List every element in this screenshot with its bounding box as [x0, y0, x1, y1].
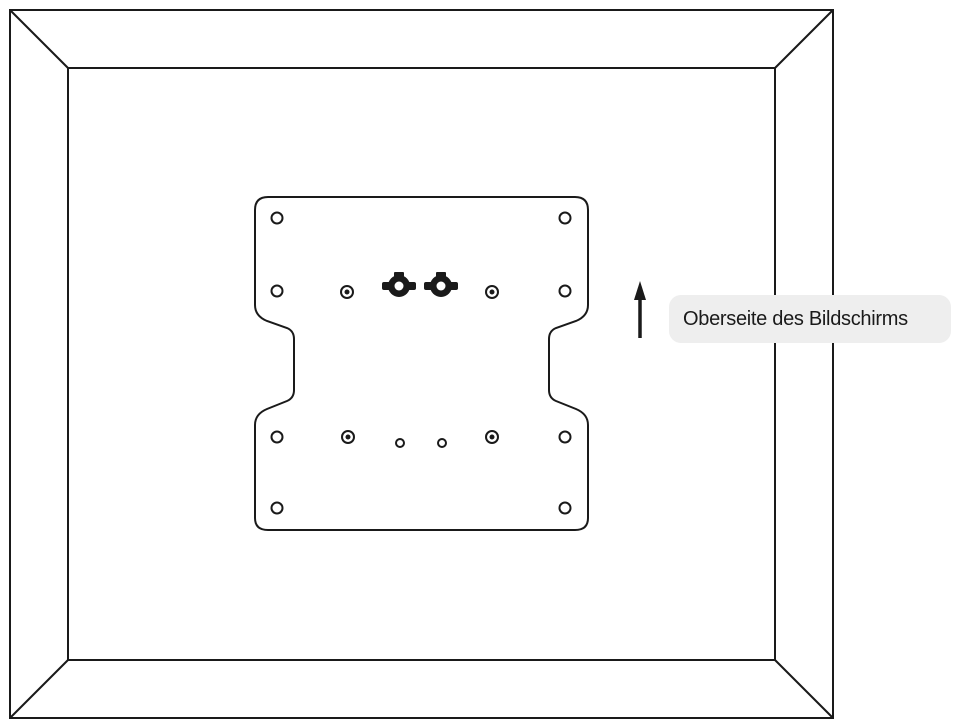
screw-icon: [485, 285, 499, 299]
screw-icon: [341, 430, 355, 444]
mount-hole: [558, 430, 572, 444]
monitor-inner-panel: [67, 67, 776, 661]
small-hole: [437, 438, 447, 448]
screw-icon: [340, 285, 354, 299]
wing-lock-icon: [424, 272, 458, 297]
bevel-bottom-left: [9, 659, 69, 719]
screw-icon: [485, 430, 499, 444]
mount-hole: [558, 284, 572, 298]
mount-hole: [270, 501, 284, 515]
mounting-plate: [254, 196, 589, 531]
mount-hole: [270, 284, 284, 298]
wing-lock-icon: [382, 272, 416, 297]
mount-hole: [270, 211, 284, 225]
mount-hole: [558, 211, 572, 225]
bevel-top-right: [774, 9, 834, 69]
bevel-top-left: [9, 9, 69, 69]
mount-hole: [558, 501, 572, 515]
screen-top-label-text: Oberseite des Bildschirms: [683, 307, 908, 330]
bevel-bottom-right: [774, 659, 834, 719]
screen-top-label: Oberseite des Bildschirms: [669, 295, 951, 343]
mount-hole: [270, 430, 284, 444]
arrow-up-icon: [634, 281, 646, 338]
small-hole: [395, 438, 405, 448]
monitor-outer-frame: [9, 9, 834, 719]
